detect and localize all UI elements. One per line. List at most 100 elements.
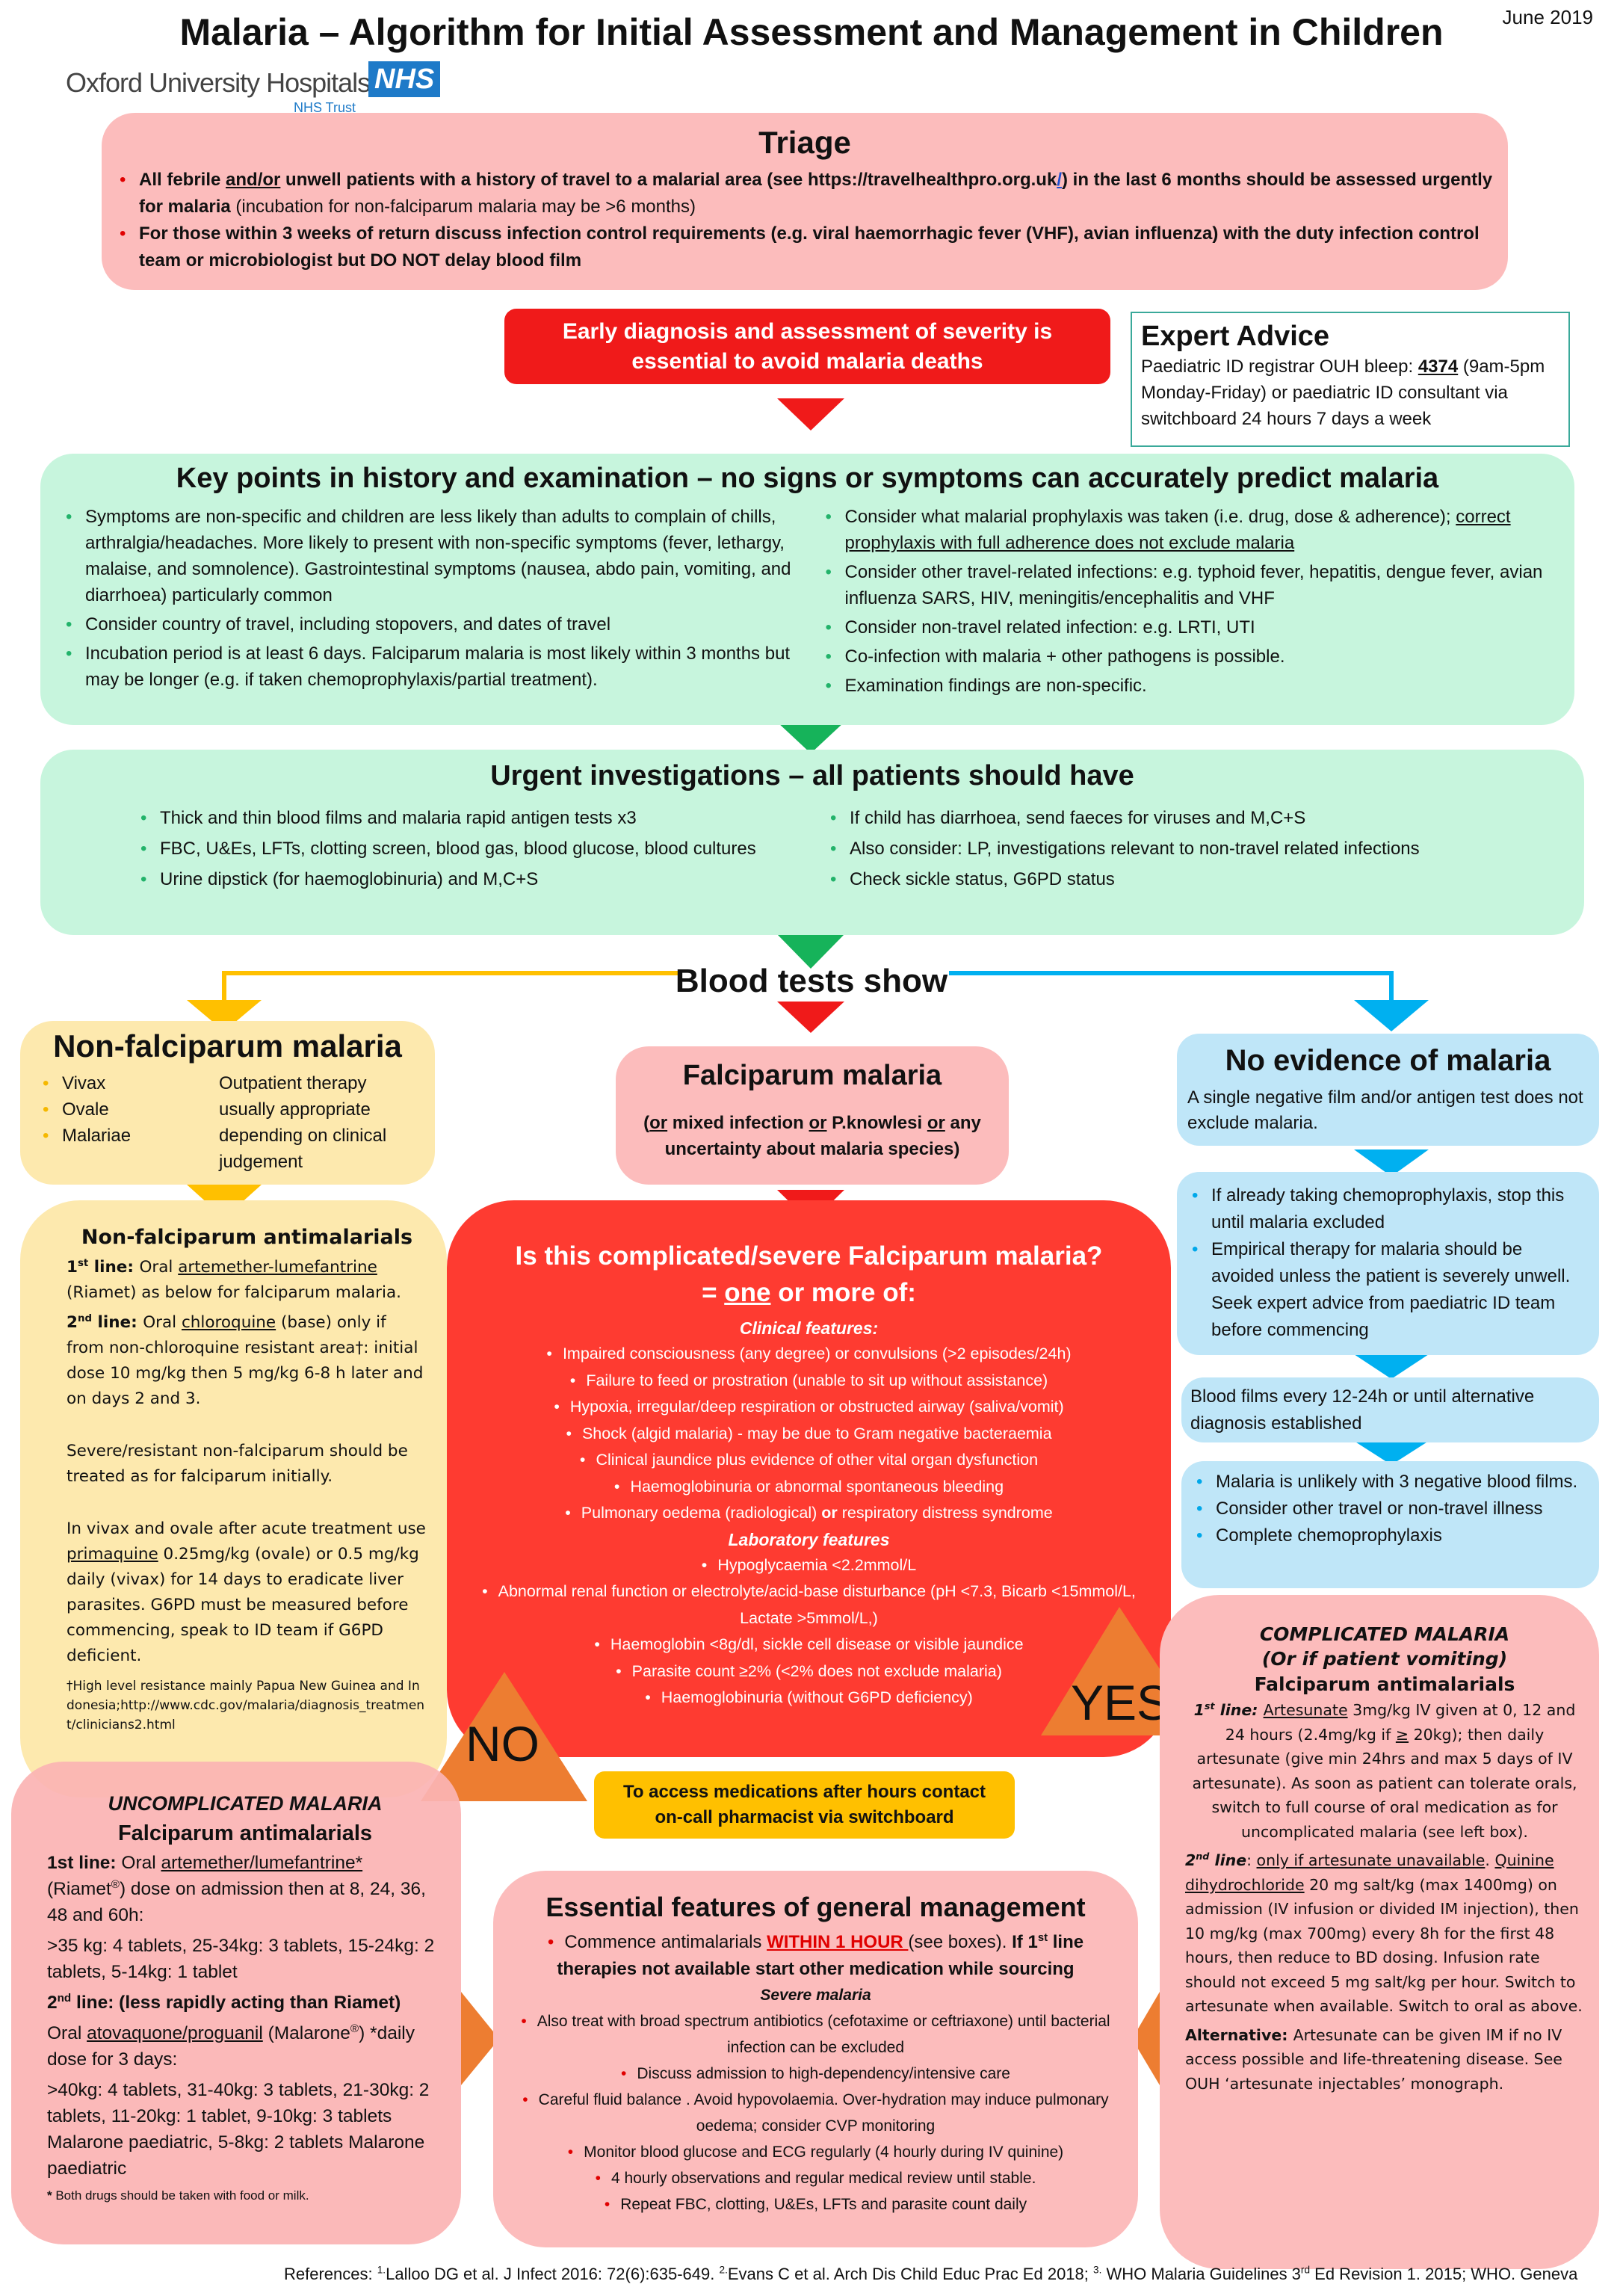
text-segment: WHO Malaria Guidelines 3 [1101,2265,1301,2283]
text-segment: 2. [719,2264,728,2276]
clinical-feature: Shock (algid malaria) - may be due to Gr… [469,1421,1149,1448]
expert-advice-title: Expert Advice [1141,321,1330,352]
species-item: Vivax [40,1070,219,1096]
yes-label: YES [1071,1675,1170,1730]
text-segment: Alternative: [1185,2025,1293,2044]
uncomplicated-heading: Falciparum antimalarials [117,1821,373,1845]
key-point: Symptoms are non-specific and children a… [63,504,793,608]
uncomplicated-title: UNCOMPLICATED MALARIA [108,1792,383,1815]
clinical-feature: Hypoxia, irregular/deep respiration or o… [469,1394,1149,1421]
references: References: 1.Lalloo DG et al. J Infect … [284,2265,1623,2284]
clinical-feature: Haemoglobinuria or abnormal spontaneous … [469,1474,1149,1501]
commence-antimalarials: Commence antimalarials WITHIN 1 HOUR (se… [519,1929,1113,1983]
triage-list: All febrile and/or unwell patients with … [117,167,1493,274]
text-segment: WITHIN 1 HOUR [767,1932,909,1952]
blood-tests-label: Blood tests show [675,963,948,999]
falciparum-note: (or mixed infection or P.knowlesi or any… [631,1110,994,1162]
severity-title: Is this complicated/severe Falciparum ma… [515,1241,1103,1271]
text-segment: respiratory distress syndrome [837,1504,1053,1522]
text-segment: (see boxes). [908,1932,1013,1952]
clinical-feature: Impaired consciousness (any degree) or c… [469,1341,1149,1368]
text-segment: 3mg/kg IV given at 0, 12 and 24 hours (2… [1225,1701,1576,1744]
text-segment: >35 kg: 4 tablets, 25-34kg: 3 tablets, 1… [47,1936,435,1982]
management-item: Repeat FBC, clotting, U&Es, LFTs and par… [519,2191,1113,2218]
investigation-item: If child has diarrhoea, send faeces for … [827,804,1487,833]
text-segment: Lalloo DG et al. J Infect 2016: 72(6):63… [386,2265,720,2283]
text-segment: chloroquine [181,1313,276,1332]
text-segment: All febrile [139,170,226,190]
text-segment: (base) only if from non-chloroquine resi… [67,1313,424,1408]
lab-feature: Haemoglobinuria (without G6PD deficiency… [469,1685,1149,1712]
laboratory-features-label: Laboratory features [728,1529,890,1549]
text-segment: line: [88,1258,140,1277]
text-segment: (Malarone [262,2023,350,2043]
text-segment: = [702,1278,725,1307]
text-segment: 2 [67,1313,78,1332]
investigations-title: Urgent investigations – all patients sho… [490,760,1134,791]
second-line-heading: 2nd line: (less rapidly acting than Riam… [47,1990,443,2016]
text-segment: Ed Revision 1. 2015; WHO. Geneva [1310,2265,1578,2283]
text-segment: 1st line: [47,1853,122,1873]
non-falciparum-title: Non-falciparum malaria [53,1028,402,1064]
severe-note: Severe/resistant non-falciparum should b… [67,1439,427,1490]
text-segment: Artesunate [1263,1701,1348,1719]
oxford-nhs-logo: Oxford University Hospitals NHS NHS Trus… [66,61,454,121]
text-segment: Evans C et al. Arch Dis Child Educ Prac … [727,2265,1093,2283]
severe-malaria-label: Severe malaria [760,1987,871,2004]
text-segment: st [77,1257,89,1269]
text-segment: st [1037,1932,1048,1944]
text-segment: atovaquone/proguanil [87,2023,263,2043]
text-segment: Oral [121,1853,161,1873]
text-segment: line: [92,1313,143,1332]
complicated-title: COMPLICATED MALARIA [1259,1623,1510,1645]
arrow-down-green [777,722,844,753]
investigations-box: Urgent investigations – all patients sho… [40,750,1584,935]
text-segment: Oral [47,2023,87,2043]
advice-item: Empirical therapy for malaria should be … [1189,1236,1587,1344]
text-segment: or [649,1113,668,1133]
text-segment: mixed infection [667,1113,809,1133]
blood-films-text: Blood films every 12-24h or until altern… [1190,1386,1535,1434]
first-line: 1st line: Oral artemether/lumefantrine* … [47,1850,443,1928]
text-segment: or more of: [770,1278,916,1307]
arrow-down-red [777,1002,844,1033]
outcome-list: Malaria is unlikely with 3 negative bloo… [1193,1469,1587,1549]
arrow-down-blue [1354,1354,1429,1379]
triage-box: Triage All febrile and/or unwell patient… [102,113,1508,290]
text-segment: 2 [1185,1851,1196,1869]
text-segment[interactable]: / [1057,170,1062,190]
text-segment: any uncertainty about malaria species) [664,1113,981,1159]
text-segment: 1. [377,2264,386,2276]
text-segment: 4374 [1418,357,1459,377]
falciparum-box: Falciparum malaria (or mixed infection o… [616,1046,1009,1185]
text-segment: P.knowlesi [826,1113,927,1133]
text-segment: one [724,1278,771,1307]
text-segment: Quinine dihydrochloride [1185,1851,1554,1894]
text-segment: artemether-lumefantrine [178,1258,377,1277]
investigations-left: Thick and thin blood films and malaria r… [137,804,797,896]
text-segment: If 1 [1012,1932,1038,1952]
expert-advice-body: Paediatric ID registrar OUH bleep: 4374 … [1141,354,1559,432]
severity-box: Is this complicated/severe Falciparum ma… [447,1200,1171,1757]
management-item: Careful fluid balance . Avoid hypovolaem… [519,2087,1113,2139]
text-segment: Oral [139,1258,179,1277]
triage-title: Triage [758,125,851,160]
logo-org-name: Oxford University Hospitals [66,67,371,98]
text-segment: References: [284,2265,377,2283]
text-segment: correct prophylaxis with full adherence … [844,507,1511,553]
arrow-down-red [777,398,844,430]
text-segment: and/or [226,170,281,190]
expert-advice-box: Expert Advice Paediatric ID registrar OU… [1131,312,1570,447]
investigation-item: FBC, U&Es, LFTs, clotting screen, blood … [137,835,797,863]
text-segment: >40kg: 4 tablets, 31-40kg: 3 tablets, 21… [47,2080,430,2179]
text-segment: Severe/resistant non-falciparum should b… [67,1442,408,1486]
general-management-box: Essential features of general management… [493,1871,1138,2247]
triage-bullet: All febrile and/or unwell patients with … [117,167,1493,220]
text-segment: For those within 3 weeks of return discu… [139,223,1480,271]
no-evidence-title: No evidence of malaria [1225,1044,1551,1077]
text-segment: rd [1300,2264,1311,2276]
text-segment: 3. [1093,2264,1102,2276]
clinical-feature: Clinical jaundice plus evidence of other… [469,1447,1149,1474]
text-segment: : [1246,1851,1257,1869]
text-segment: Commence antimalarials [564,1932,767,1952]
